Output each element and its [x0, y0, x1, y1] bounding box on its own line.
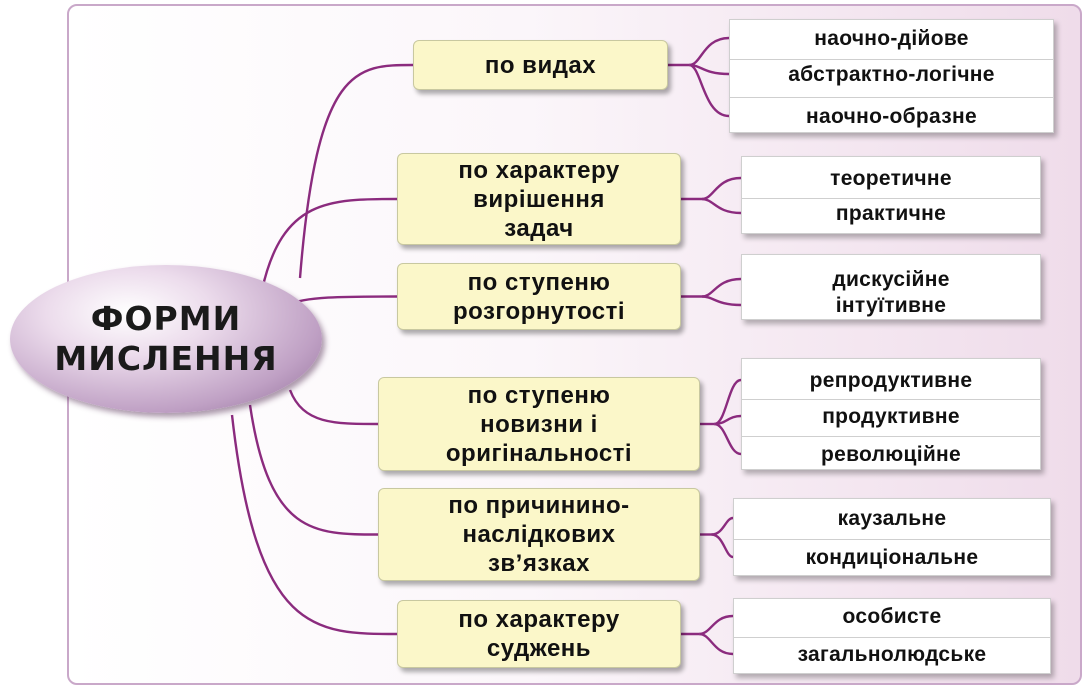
subtype-item: практичне: [835, 202, 947, 225]
subtype-divider: [734, 637, 1050, 638]
fan-connector: [698, 632, 734, 656]
subtype-group-by-judgements: особисте загальнолюдське: [733, 598, 1051, 674]
subtype-group-by-novelty: репродуктивне продуктивне революційне: [741, 358, 1041, 470]
subtype-item: дискусійне: [832, 268, 950, 291]
category-by-types: по видах: [413, 40, 668, 90]
subtype-item: абстрактно-логічне: [788, 63, 995, 86]
fan-connector: [714, 414, 742, 426]
subtype-group-by-causal-links: каузальне кондиціональне: [733, 498, 1051, 576]
fan-connector: [688, 63, 730, 118]
subtype-group-by-task-solving: теоретичне практичне: [741, 156, 1041, 234]
fan-connector: [701, 295, 742, 307]
subtype-item: особисте: [842, 605, 942, 628]
subtype-item: революційне: [820, 443, 962, 466]
fan-connector: [689, 36, 730, 67]
fan-connector: [701, 176, 742, 201]
subtype-divider: [742, 436, 1040, 437]
subtype-item: теоретичне: [830, 167, 952, 190]
category-by-novelty: по ступеню новизни і оригінальності: [378, 377, 700, 471]
subtype-item: загальнолюдське: [797, 643, 987, 666]
subtype-item: кондиціональне: [805, 546, 979, 569]
category-label: по причинино- наслідкових зв’язках: [448, 492, 630, 577]
subtype-divider: [742, 198, 1040, 199]
category-label: по характеру суджень: [458, 606, 620, 662]
central-node-line-1: ФОРМИ: [90, 299, 242, 338]
central-node: ФОРМИ МИСЛЕННЯ: [10, 265, 322, 413]
fan-connector: [701, 197, 742, 215]
category-label: по характеру вирішення задач: [458, 156, 620, 242]
branch-connector: [248, 404, 379, 536]
category-by-task-solving: по характеру вирішення задач: [397, 153, 681, 245]
category-by-unfoldedness: по ступеню розгорнутості: [397, 263, 681, 330]
fan-connector: [714, 422, 742, 456]
subtype-item: наочно-образне: [806, 105, 977, 128]
fan-connector: [701, 277, 742, 298]
subtype-group-by-types: наочно-дійове абстрактно-логічне наочно-…: [729, 19, 1054, 133]
subtype-divider: [730, 97, 1053, 98]
subtype-divider: [734, 539, 1050, 540]
subtype-item: репродуктивне: [809, 369, 973, 392]
subtype-item: наочно-дійове: [814, 27, 969, 50]
branch-connector: [288, 389, 379, 426]
branch-connector: [230, 414, 398, 636]
category-label: по ступеню розгорнутості: [452, 268, 626, 325]
category-label: по ступеню новизни і оригінальності: [445, 381, 633, 467]
subtype-divider: [742, 399, 1040, 400]
subtype-item: інтуїтивне: [835, 294, 947, 317]
branch-connector: [298, 63, 414, 279]
fan-connector: [699, 614, 734, 636]
branch-connector: [287, 295, 398, 307]
branch-connector: [260, 197, 398, 291]
subtype-group-by-unfoldedness: дискусійне інтуїтивне: [741, 254, 1041, 320]
subtype-item: продуктивне: [822, 405, 960, 428]
fan-connector: [711, 533, 734, 559]
central-node-line-2: МИСЛЕННЯ: [54, 339, 278, 378]
category-by-causal-links: по причинино- наслідкових зв’язках: [378, 488, 700, 581]
subtype-item: каузальне: [837, 507, 947, 530]
category-label: по видах: [484, 51, 597, 79]
category-by-judgements: по характеру суджень: [397, 600, 681, 668]
fan-connector: [711, 516, 734, 536]
subtype-divider: [730, 59, 1053, 60]
